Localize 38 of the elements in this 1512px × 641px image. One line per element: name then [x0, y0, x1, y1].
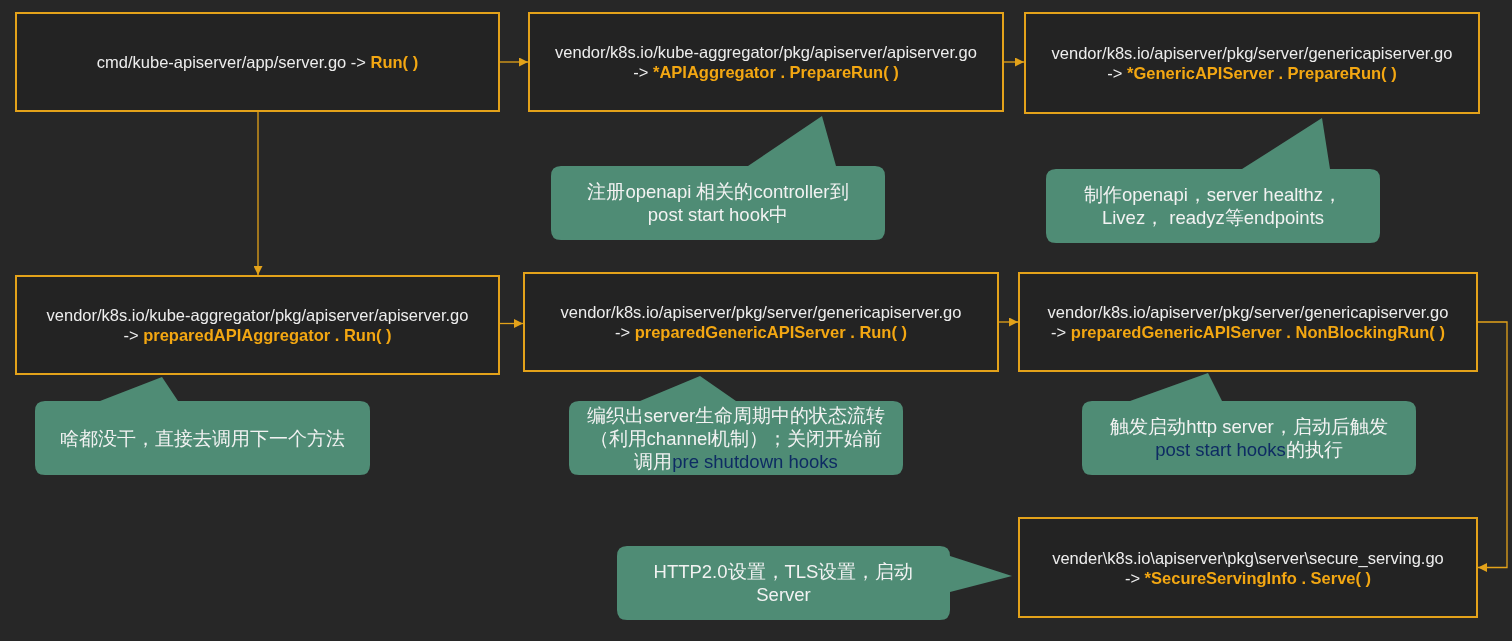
code-text: vendor/k8s.io/apiserver/pkg/server/genericapiserver.go	[1047, 302, 1449, 322]
code-text: -> preparedGenericAPIServer . Run( )	[614, 322, 908, 342]
arrow	[253, 111, 263, 276]
speech-bubble	[35, 377, 370, 475]
process-box	[15, 275, 500, 375]
code-text: vendor/k8s.io/kube-aggregator/pkg/apiserver/apiserver.go	[555, 42, 977, 62]
code-text: -> *APIAggregator . PrepareRun( )	[633, 62, 899, 82]
arrow	[1003, 57, 1025, 67]
arrow	[499, 319, 524, 328]
code-text: -> *SecureServingInfo . Serve( )	[1124, 567, 1372, 588]
speech-bubble	[1046, 118, 1380, 243]
process-box	[523, 272, 999, 372]
speech-bubble	[551, 116, 885, 240]
speech-bubble	[569, 376, 903, 475]
process-box	[1018, 272, 1478, 372]
callout-text: HTTP2.0设置，TLS设置，启动Server	[652, 560, 915, 606]
speech-bubble	[617, 546, 1012, 620]
callout-text: 注册openapi 相关的controller到post start hook中	[586, 180, 850, 226]
code-text: vendor/k8s.io/kube-aggregator/pkg/apiserver/apiserver.go	[46, 305, 469, 325]
code-text: cmd/kube-apiserver/app/server.go -> Run( )	[96, 52, 419, 72]
code-text: vendor/k8s.io/apiserver/pkg/server/genericapiserver.go	[1051, 43, 1453, 63]
arrow	[1477, 321, 1508, 572]
arrow	[499, 57, 529, 67]
code-text: -> *GenericAPIServer . PrepareRun( )	[1107, 63, 1397, 83]
speech-bubble	[1082, 373, 1416, 475]
code-text: vender\k8s.io\apiserver\pkg\server\secure_serving.go	[1052, 547, 1444, 568]
code-text: vendor/k8s.io/apiserver/pkg/server/genericapiserver.go	[560, 302, 962, 322]
callout-text: 编织出server生命周期中的状态流转（利用channel机制）；关闭开始前调用pre shutdown hooks	[585, 403, 887, 473]
process-box	[1024, 12, 1480, 114]
process-box	[15, 12, 500, 112]
callout-text: 制作openapi，server healthz，Livez， readyz等endpoints	[1082, 183, 1343, 229]
arrow	[998, 317, 1019, 327]
code-text: -> preparedGenericAPIServer . NonBlockingRun( )	[1051, 322, 1445, 342]
code-text: -> preparedAPIAggregator . Run( )	[123, 325, 392, 345]
process-box	[528, 12, 1004, 112]
callout-text: 触发启动http server，启动后触发post start hooks的执行	[1109, 415, 1389, 461]
process-box	[1018, 517, 1478, 618]
callout-text: 啥都没干，直接去调用下一个方法	[60, 426, 345, 450]
